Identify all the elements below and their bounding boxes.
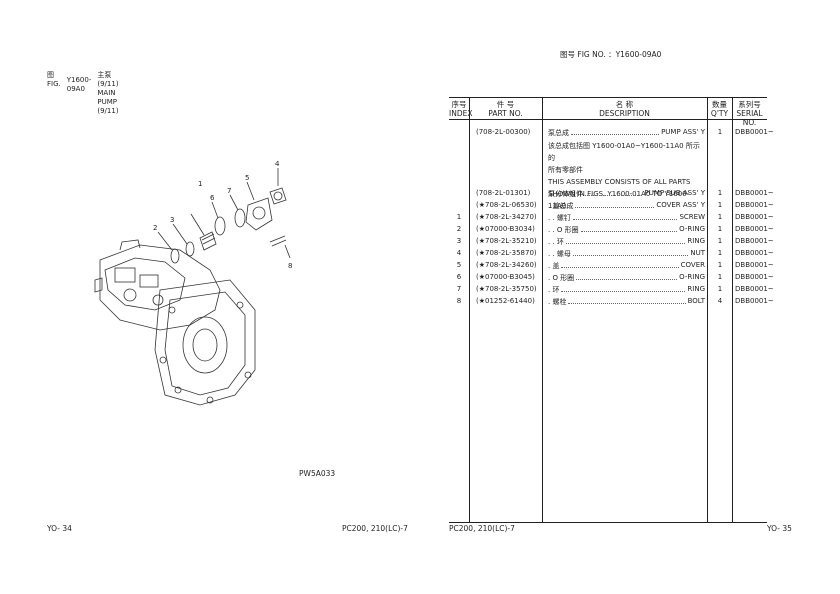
fig-title-en: MAIN PUMP (9/11) (97, 89, 119, 115)
column-divider (469, 98, 470, 522)
callout-1: 1 (198, 180, 202, 188)
callout-6: 6 (210, 194, 215, 202)
fig-number: Y1600-09A0 (66, 76, 92, 93)
callout-2: 2 (153, 224, 157, 232)
fig-no-header: 图号 FIG NO. ：Y1600-09A0 (560, 50, 662, 59)
model-left: PC200, 210(LC)-7 (342, 524, 408, 533)
column-divider (542, 98, 543, 522)
page-number-right: YO- 35 (767, 524, 792, 533)
drawing-code: PW5A033 (299, 469, 336, 478)
fig-title-cn: 主泵 (9/11) (97, 71, 119, 88)
header-divider (449, 119, 767, 120)
callout-3: 3 (170, 216, 174, 224)
callout-8: 8 (288, 262, 292, 270)
column-divider (707, 98, 708, 522)
page-number-left: YO- 34 (47, 524, 72, 533)
column-divider (732, 98, 733, 522)
main-pump-exploded-drawing: 1 2 3 4 5 6 7 8 (94, 160, 292, 406)
assembly-note: 该总成包括图 Y1600-01A0~Y1600-11A0 所示的 所有零部件 T… (548, 142, 700, 210)
fig-title: 主泵 (9/11) MAIN PUMP (9/11) (97, 71, 118, 116)
callout-7: 7 (227, 187, 231, 195)
callout-4: 4 (275, 160, 280, 168)
fig-label-cn: 图 (47, 71, 54, 79)
model-right: PC200, 210(LC)-7 (449, 524, 515, 533)
fig-label-en: FIG. (47, 80, 61, 88)
callout-5: 5 (245, 174, 249, 182)
fig-label: 图 FIG. (47, 71, 61, 89)
